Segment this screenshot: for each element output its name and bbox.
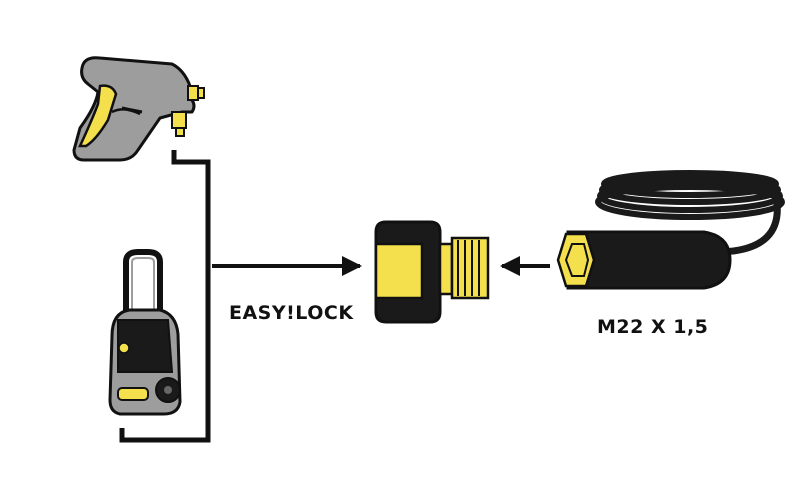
- connector-bracket: [119, 150, 211, 443]
- high-pressure-hose-icon: [556, 170, 785, 290]
- adapter-icon: [374, 220, 490, 324]
- pressure-washer-icon: [108, 249, 182, 416]
- easylock-label: EASY!LOCK: [229, 302, 354, 324]
- spray-gun-icon: [72, 56, 205, 162]
- thread-size-label: M22 X 1,5: [597, 316, 709, 338]
